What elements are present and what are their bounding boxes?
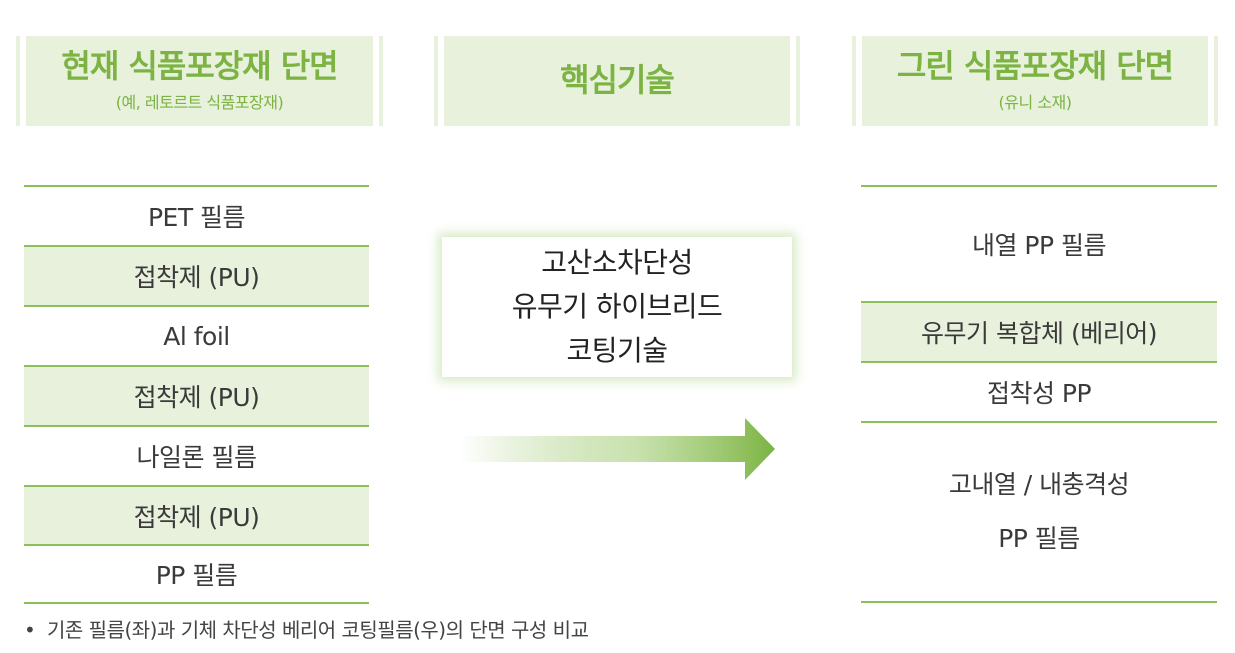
- layer-high-heat-line-2: PP 필름: [998, 524, 1080, 553]
- header-green-title: 그린 식품포장재 단면: [896, 47, 1174, 86]
- layer-pet-film: PET 필름: [147, 203, 246, 232]
- header-green-subtitle: (유니 소재): [998, 92, 1072, 112]
- layer-divider: [24, 305, 369, 307]
- header-current-title: 현재 식품포장재 단면: [61, 47, 338, 86]
- layer-divider: [24, 245, 369, 247]
- layer-divider: [24, 602, 369, 604]
- layer-heat-resistant-pp: 내열 PP 필름: [971, 231, 1107, 260]
- figure-caption: • 기존 필름(좌)과 기체 차단성 베리어 코팅필름(우)의 단면 구성 비교: [24, 614, 589, 643]
- caption-text: 기존 필름(좌)과 기체 차단성 베리어 코팅필름(우)의 단면 구성 비교: [47, 618, 589, 642]
- layer-divider: [24, 365, 369, 367]
- layer-divider: [861, 421, 1217, 423]
- core-tech-line-1: 고산소차단성: [541, 246, 693, 279]
- layer-divider: [861, 301, 1217, 303]
- bullet-icon: •: [24, 618, 48, 642]
- layer-divider: [861, 185, 1217, 187]
- layer-divider: [24, 544, 369, 546]
- arrow-right-icon: [460, 418, 775, 480]
- layer-adhesive-1: 접착제 (PU): [24, 247, 369, 305]
- layer-hybrid-barrier: 유무기 복합체 (베리어): [861, 303, 1217, 361]
- layer-adhesive-pp: 접착성 PP: [986, 379, 1092, 408]
- header-core-tech: 핵심기술: [434, 36, 800, 126]
- core-tech-box: 고산소차단성 유무기 하이브리드 코팅기술: [442, 237, 792, 377]
- layer-nylon-film: 나일론 필름: [136, 443, 257, 472]
- header-green-packaging: 그린 식품포장재 단면 (유니 소재): [852, 36, 1218, 126]
- core-tech-line-2: 유무기 하이브리드: [511, 290, 723, 323]
- core-tech-line-3: 코팅기술: [566, 334, 668, 367]
- layer-divider: [24, 425, 369, 427]
- layer-pp-film: PP 필름: [155, 561, 238, 590]
- layer-divider: [861, 361, 1217, 363]
- layer-high-heat-line-1: 고내열 / 내충격성: [948, 470, 1130, 499]
- header-current-packaging: 현재 식품포장재 단면 (예, 레토르트 식품포장재): [16, 36, 383, 126]
- layer-adhesive-3: 접착제 (PU): [24, 487, 369, 544]
- layer-al-foil: Al foil: [163, 321, 230, 351]
- layer-divider: [24, 485, 369, 487]
- layer-adhesive-2: 접착제 (PU): [24, 367, 369, 425]
- layer-divider: [861, 601, 1217, 603]
- header-current-subtitle: (예, 레토르트 식품포장재): [115, 92, 284, 112]
- header-core-title: 핵심기술: [560, 61, 675, 100]
- layer-divider: [24, 185, 369, 187]
- layer-high-heat-pp: 고내열 / 내충격성 PP 필름: [861, 423, 1217, 601]
